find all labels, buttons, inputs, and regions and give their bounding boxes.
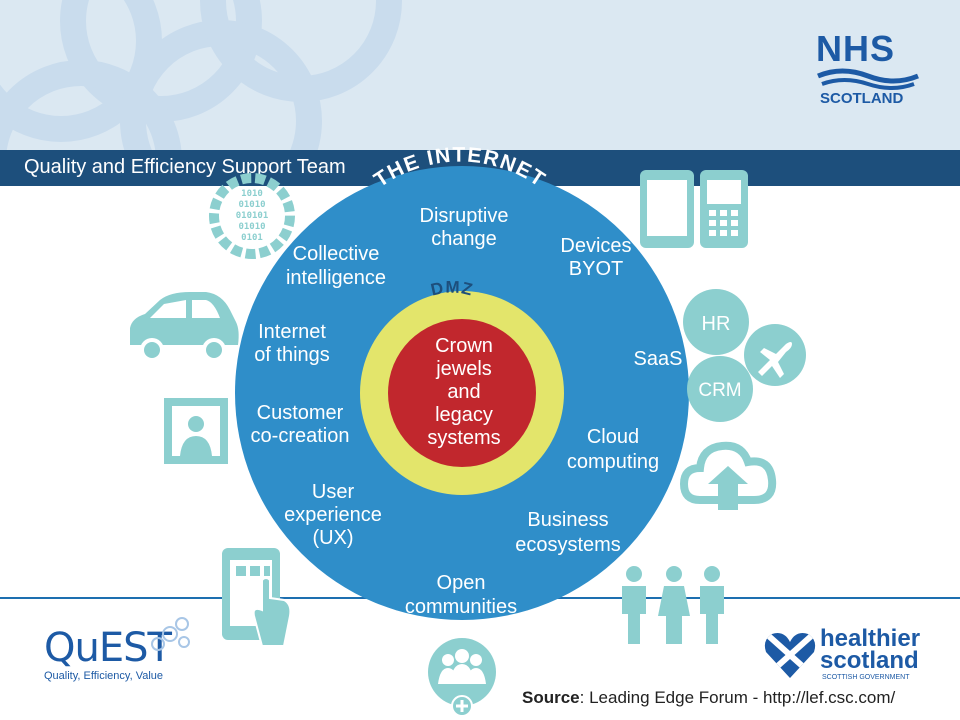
tablet-icon bbox=[640, 170, 694, 248]
quest-logo-text: QuEST bbox=[44, 625, 172, 671]
svg-text:(UX): (UX) bbox=[312, 527, 353, 549]
svg-text:User: User bbox=[312, 481, 355, 503]
segment-customer-co-creation: Customer co-creation bbox=[251, 402, 350, 447]
segment-disruptive-change: Disruptive change bbox=[420, 205, 509, 250]
quest-tagline: Quality, Efficiency, Value bbox=[44, 670, 164, 682]
segment-internet-of-things: Internet of things bbox=[254, 321, 330, 366]
source-text: : Leading Edge Forum - http://lef.csc.co… bbox=[579, 688, 896, 707]
segment-user-experience: User experience (UX) bbox=[284, 481, 382, 549]
nhs-wave-icon bbox=[817, 68, 919, 90]
source-citation: Source: Leading Edge Forum - http://lef.… bbox=[522, 688, 895, 708]
scottish-government-text: SCOTTISH GOVERNMENT bbox=[822, 674, 910, 681]
nhs-logo-text: NHS bbox=[816, 28, 896, 69]
svg-text:Business: Business bbox=[527, 509, 608, 531]
svg-text:legacy: legacy bbox=[435, 404, 493, 426]
source-label: Source bbox=[522, 688, 580, 707]
svg-text:0101: 0101 bbox=[241, 233, 263, 243]
segment-cloud-computing: Cloud computing bbox=[567, 426, 659, 473]
svg-text:ecosystems: ecosystems bbox=[515, 534, 621, 556]
svg-text:intelligence: intelligence bbox=[286, 267, 386, 289]
svg-text:Disruptive: Disruptive bbox=[420, 205, 509, 227]
segment-business-ecosystems: Business ecosystems bbox=[515, 509, 621, 556]
svg-text:Open: Open bbox=[437, 572, 486, 594]
svg-text:Customer: Customer bbox=[257, 402, 344, 424]
hr-bubble-icon: HR bbox=[683, 289, 749, 355]
healthier-scotland-text: healthier scotland bbox=[820, 625, 921, 674]
bubbles-icon bbox=[151, 617, 190, 651]
svg-text:01010: 01010 bbox=[238, 200, 265, 210]
core-circle bbox=[388, 319, 536, 467]
svg-text:CRM: CRM bbox=[698, 380, 741, 401]
segment-devices-byot: Devices BYOT bbox=[560, 235, 631, 280]
segment-open-communities: Open communities bbox=[405, 572, 517, 618]
svg-text:010101: 010101 bbox=[236, 211, 269, 221]
svg-text:01010: 01010 bbox=[238, 222, 265, 232]
car-icon bbox=[130, 292, 239, 362]
segment-saas: SaaS bbox=[634, 348, 683, 370]
family-icon bbox=[622, 566, 724, 644]
svg-text:communities: communities bbox=[405, 596, 517, 618]
saltire-heart-icon bbox=[764, 633, 816, 678]
nhs-scotland-logo: NHS SCOTLAND bbox=[816, 28, 922, 112]
svg-text:of things: of things bbox=[254, 344, 330, 366]
svg-text:Cloud: Cloud bbox=[587, 426, 639, 448]
nhs-logo-subtext: SCOTLAND bbox=[820, 90, 904, 107]
quest-logo: QuEST Quality, Efficiency, Value bbox=[44, 617, 190, 688]
airplane-icon bbox=[744, 324, 806, 386]
svg-text:BYOT: BYOT bbox=[569, 258, 623, 280]
svg-text:HR: HR bbox=[702, 313, 731, 335]
tablet-touch-icon bbox=[222, 548, 292, 647]
core-label: Crown jewels and legacy systems bbox=[427, 335, 500, 449]
svg-text:systems: systems bbox=[427, 427, 500, 449]
healthier-scotland-logo: healthier scotland SCOTTISH GOVERNMENT bbox=[762, 626, 932, 686]
svg-text:co-creation: co-creation bbox=[251, 425, 350, 447]
svg-text:computing: computing bbox=[567, 451, 659, 473]
svg-text:change: change bbox=[431, 228, 497, 250]
page-title: Quality and Efficiency Support Team bbox=[24, 156, 346, 178]
binary-data-icon: 1010 01010 010101 01010 0101 bbox=[209, 173, 295, 259]
svg-text:Crown: Crown bbox=[435, 335, 493, 357]
crm-bubble-icon: CRM bbox=[687, 356, 753, 422]
mobile-phone-icon bbox=[700, 170, 748, 248]
svg-text:Devices: Devices bbox=[560, 235, 631, 257]
dmz-label: DMZ bbox=[429, 278, 475, 300]
svg-text:Internet: Internet bbox=[258, 321, 326, 343]
svg-text:experience: experience bbox=[284, 504, 382, 526]
svg-text:jewels: jewels bbox=[435, 358, 492, 380]
svg-text:Collective: Collective bbox=[293, 243, 380, 265]
cloud-upload-icon bbox=[679, 441, 777, 510]
photo-profile-icon bbox=[164, 398, 228, 464]
segment-collective-intelligence: Collective intelligence bbox=[286, 243, 386, 289]
svg-text:SaaS: SaaS bbox=[634, 348, 683, 370]
header-background bbox=[0, 0, 960, 150]
svg-text:1010: 1010 bbox=[241, 189, 263, 199]
people-group-icon bbox=[428, 638, 496, 717]
svg-text:and: and bbox=[447, 381, 480, 403]
